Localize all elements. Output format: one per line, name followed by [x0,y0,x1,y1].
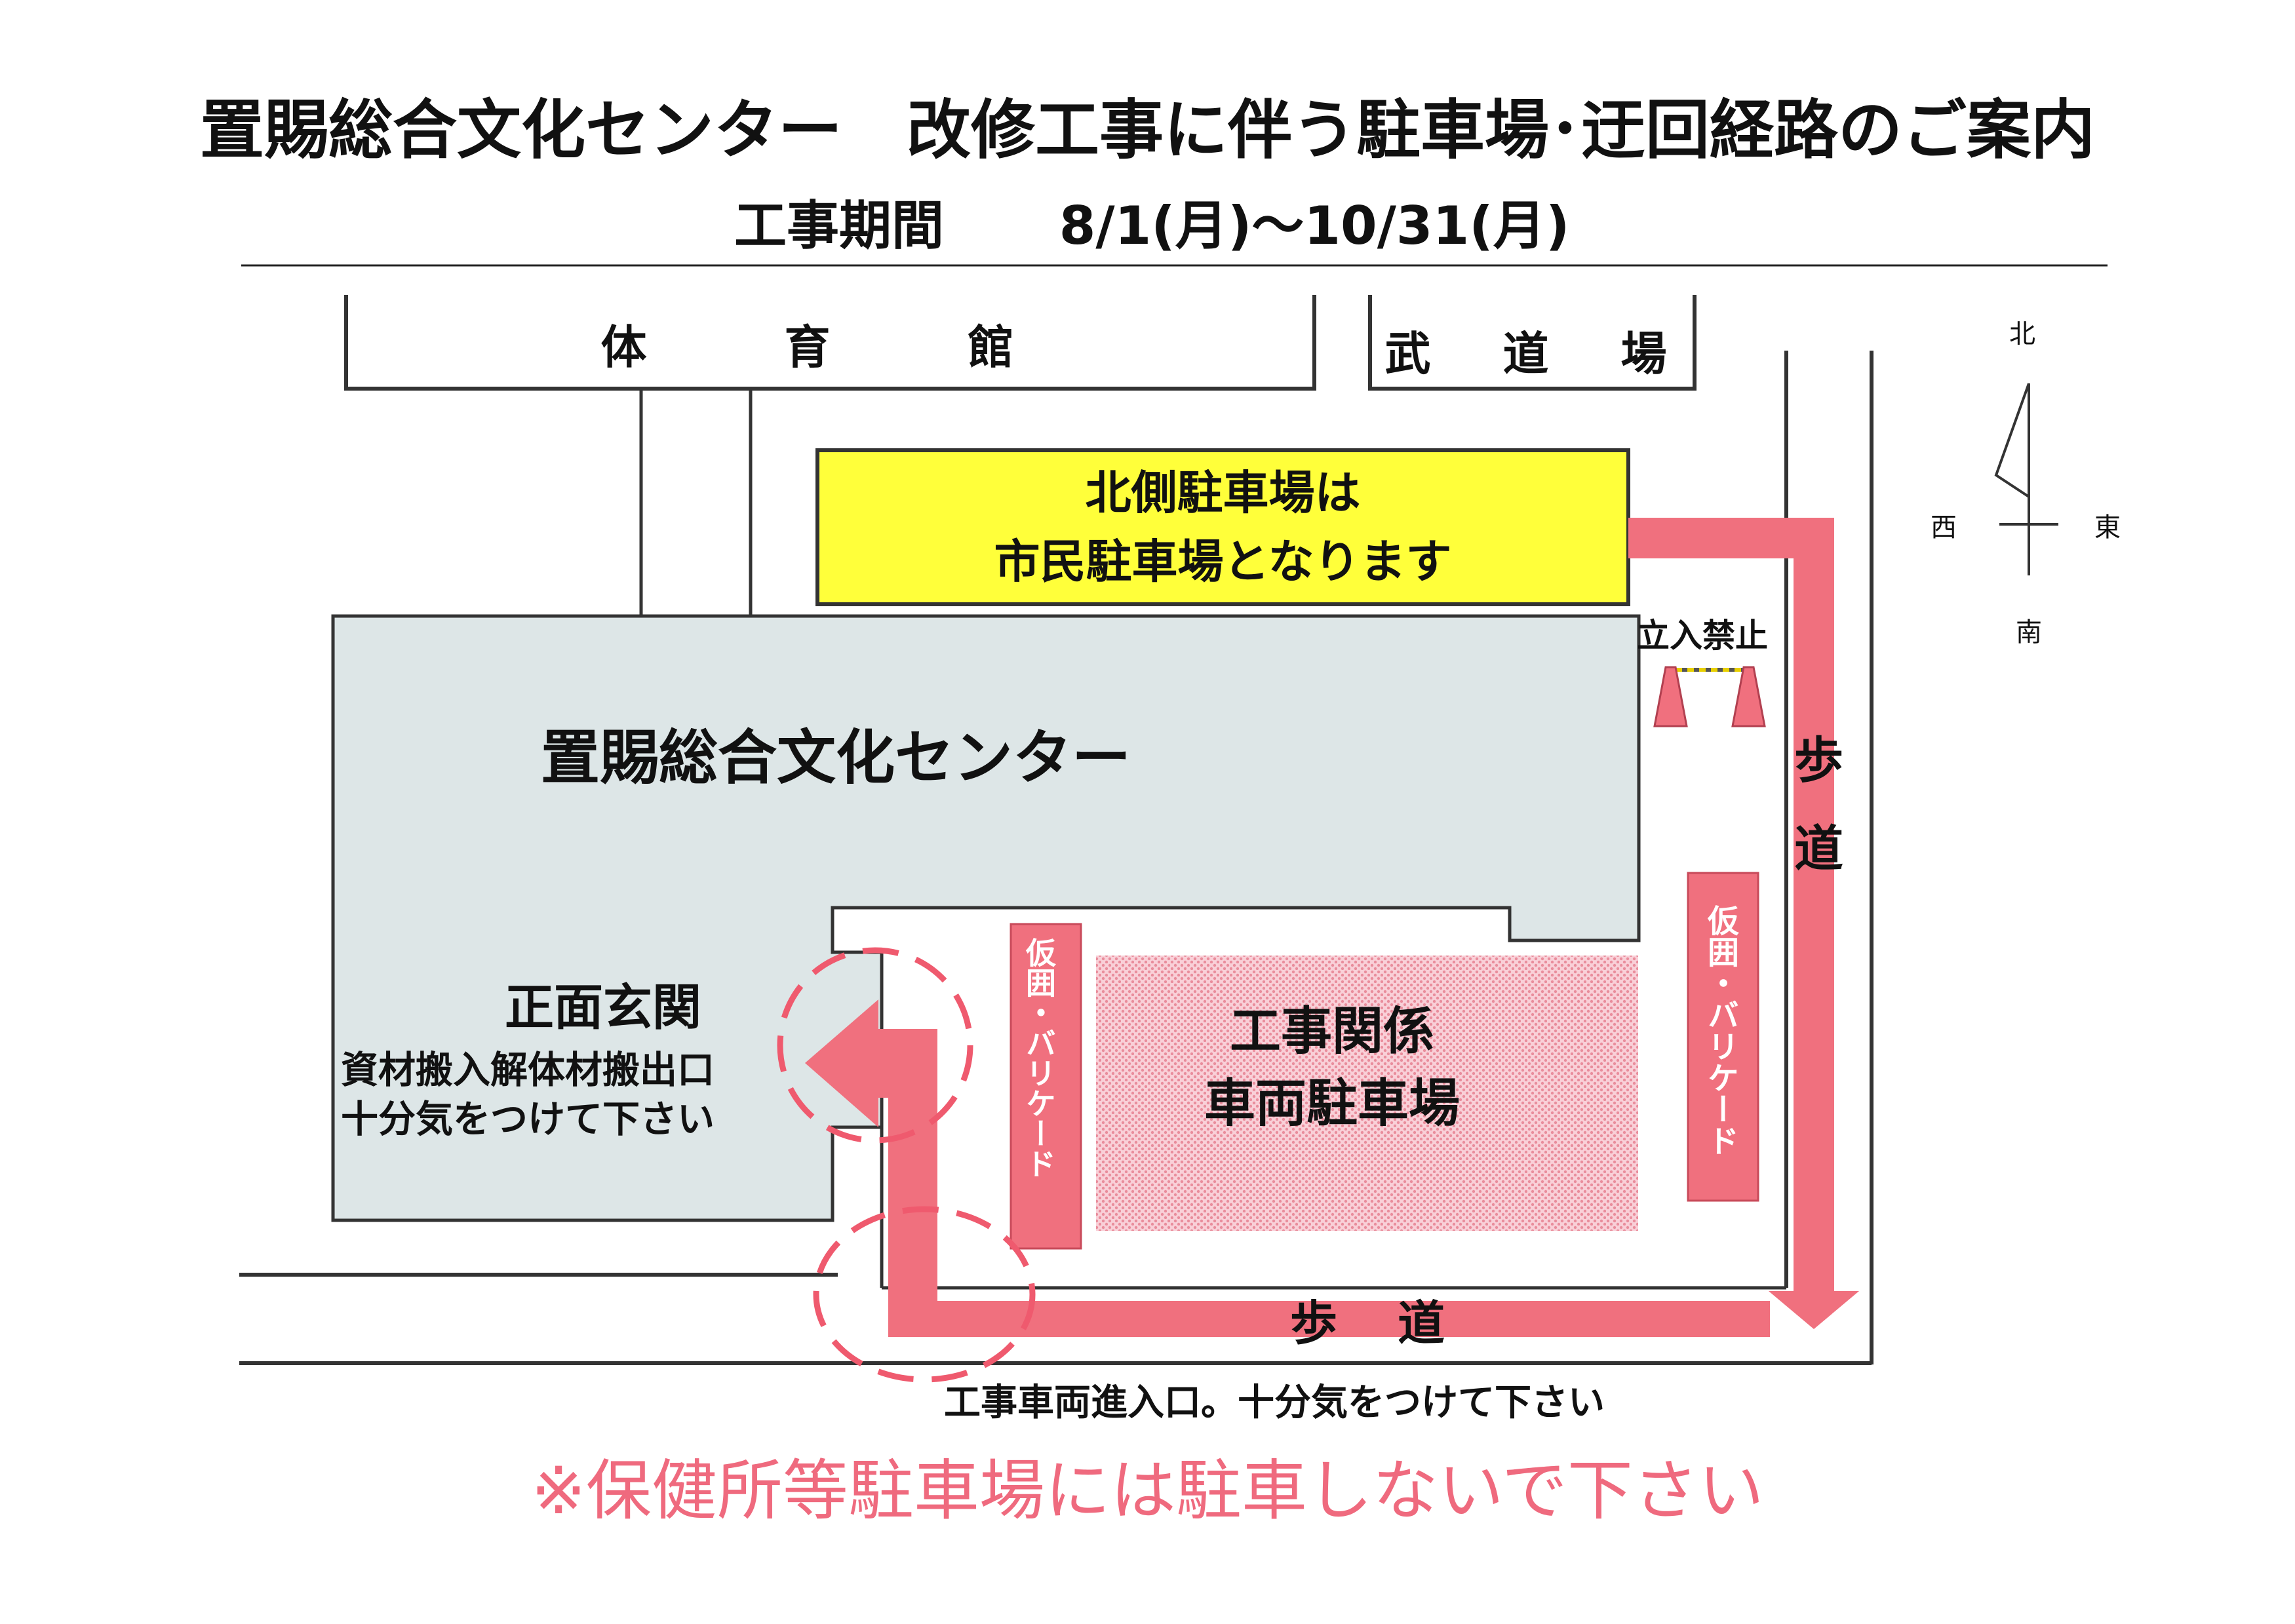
barricade-east-label: 仮囲・バリケード [1702,904,1738,1156]
page-title: 置賜総合文化センター 改修工事に伴う駐車場･迂回経路のご案内 [199,93,2095,168]
construction-period: 工事期間 8/1(月)～10/31(月) [734,200,1586,252]
main-building [331,614,1641,1222]
compass-south: 南 [2016,617,2042,648]
no-entry-cones-icon [1653,666,1766,727]
caution-circle-entrance [777,947,973,1144]
vehicle-entrance-note: 工事車両進入口。十分気をつけて下さい [944,1382,1605,1424]
compass-icon [1994,383,2058,575]
no-parking-warning: ※保健所等駐車場には駐車しないで下さい [531,1452,1764,1529]
construction-parking-line2: 車両駐車場 [1204,1074,1460,1133]
budokan-outline [1368,295,1697,391]
compass-west: 西 [1931,512,1957,543]
no-entry-label: 立入禁止 [1637,617,1768,655]
compass-north: 北 [2009,319,2035,349]
caution-circle-vehicle-entry [813,1206,1036,1383]
main-building-label: 置賜総合文化センター [541,724,1131,792]
east-sidewalk-label: 歩道 [1786,734,1843,911]
route-east-arrow [1628,518,1859,1329]
front-entrance-title: 正面玄関 [505,978,702,1036]
barricade-east [1687,872,1759,1202]
period-label: 工事期間 [734,195,944,256]
construction-parking-area [1096,956,1638,1231]
south-sidewalk-label: 歩 道 [1290,1296,1452,1351]
front-entrance-line2: 十分気をつけて下さい [341,1098,715,1141]
barricade-west-label: 仮囲・バリケード [1021,937,1057,1178]
period-value: 8/1(月)～10/31(月) [1059,195,1570,256]
route-front-entrance-arrow [805,999,1770,1337]
compass-east: 東 [2094,512,2121,543]
construction-parking-line1: 工事関係 [1229,1002,1434,1061]
north-parking-line2: 市民駐車場となります [994,535,1452,589]
budokan-label: 武 道 場 [1384,327,1680,381]
north-parking-notice-box [815,448,1630,606]
barricade-west [1010,923,1082,1250]
gymnasium-label: 体 育 館 [600,320,1060,374]
north-parking-line1: 北側駐車場は [1085,466,1361,520]
front-entrance-line1: 資材搬入解体材搬出口 [341,1049,715,1092]
gymnasium-outline [344,295,1316,391]
